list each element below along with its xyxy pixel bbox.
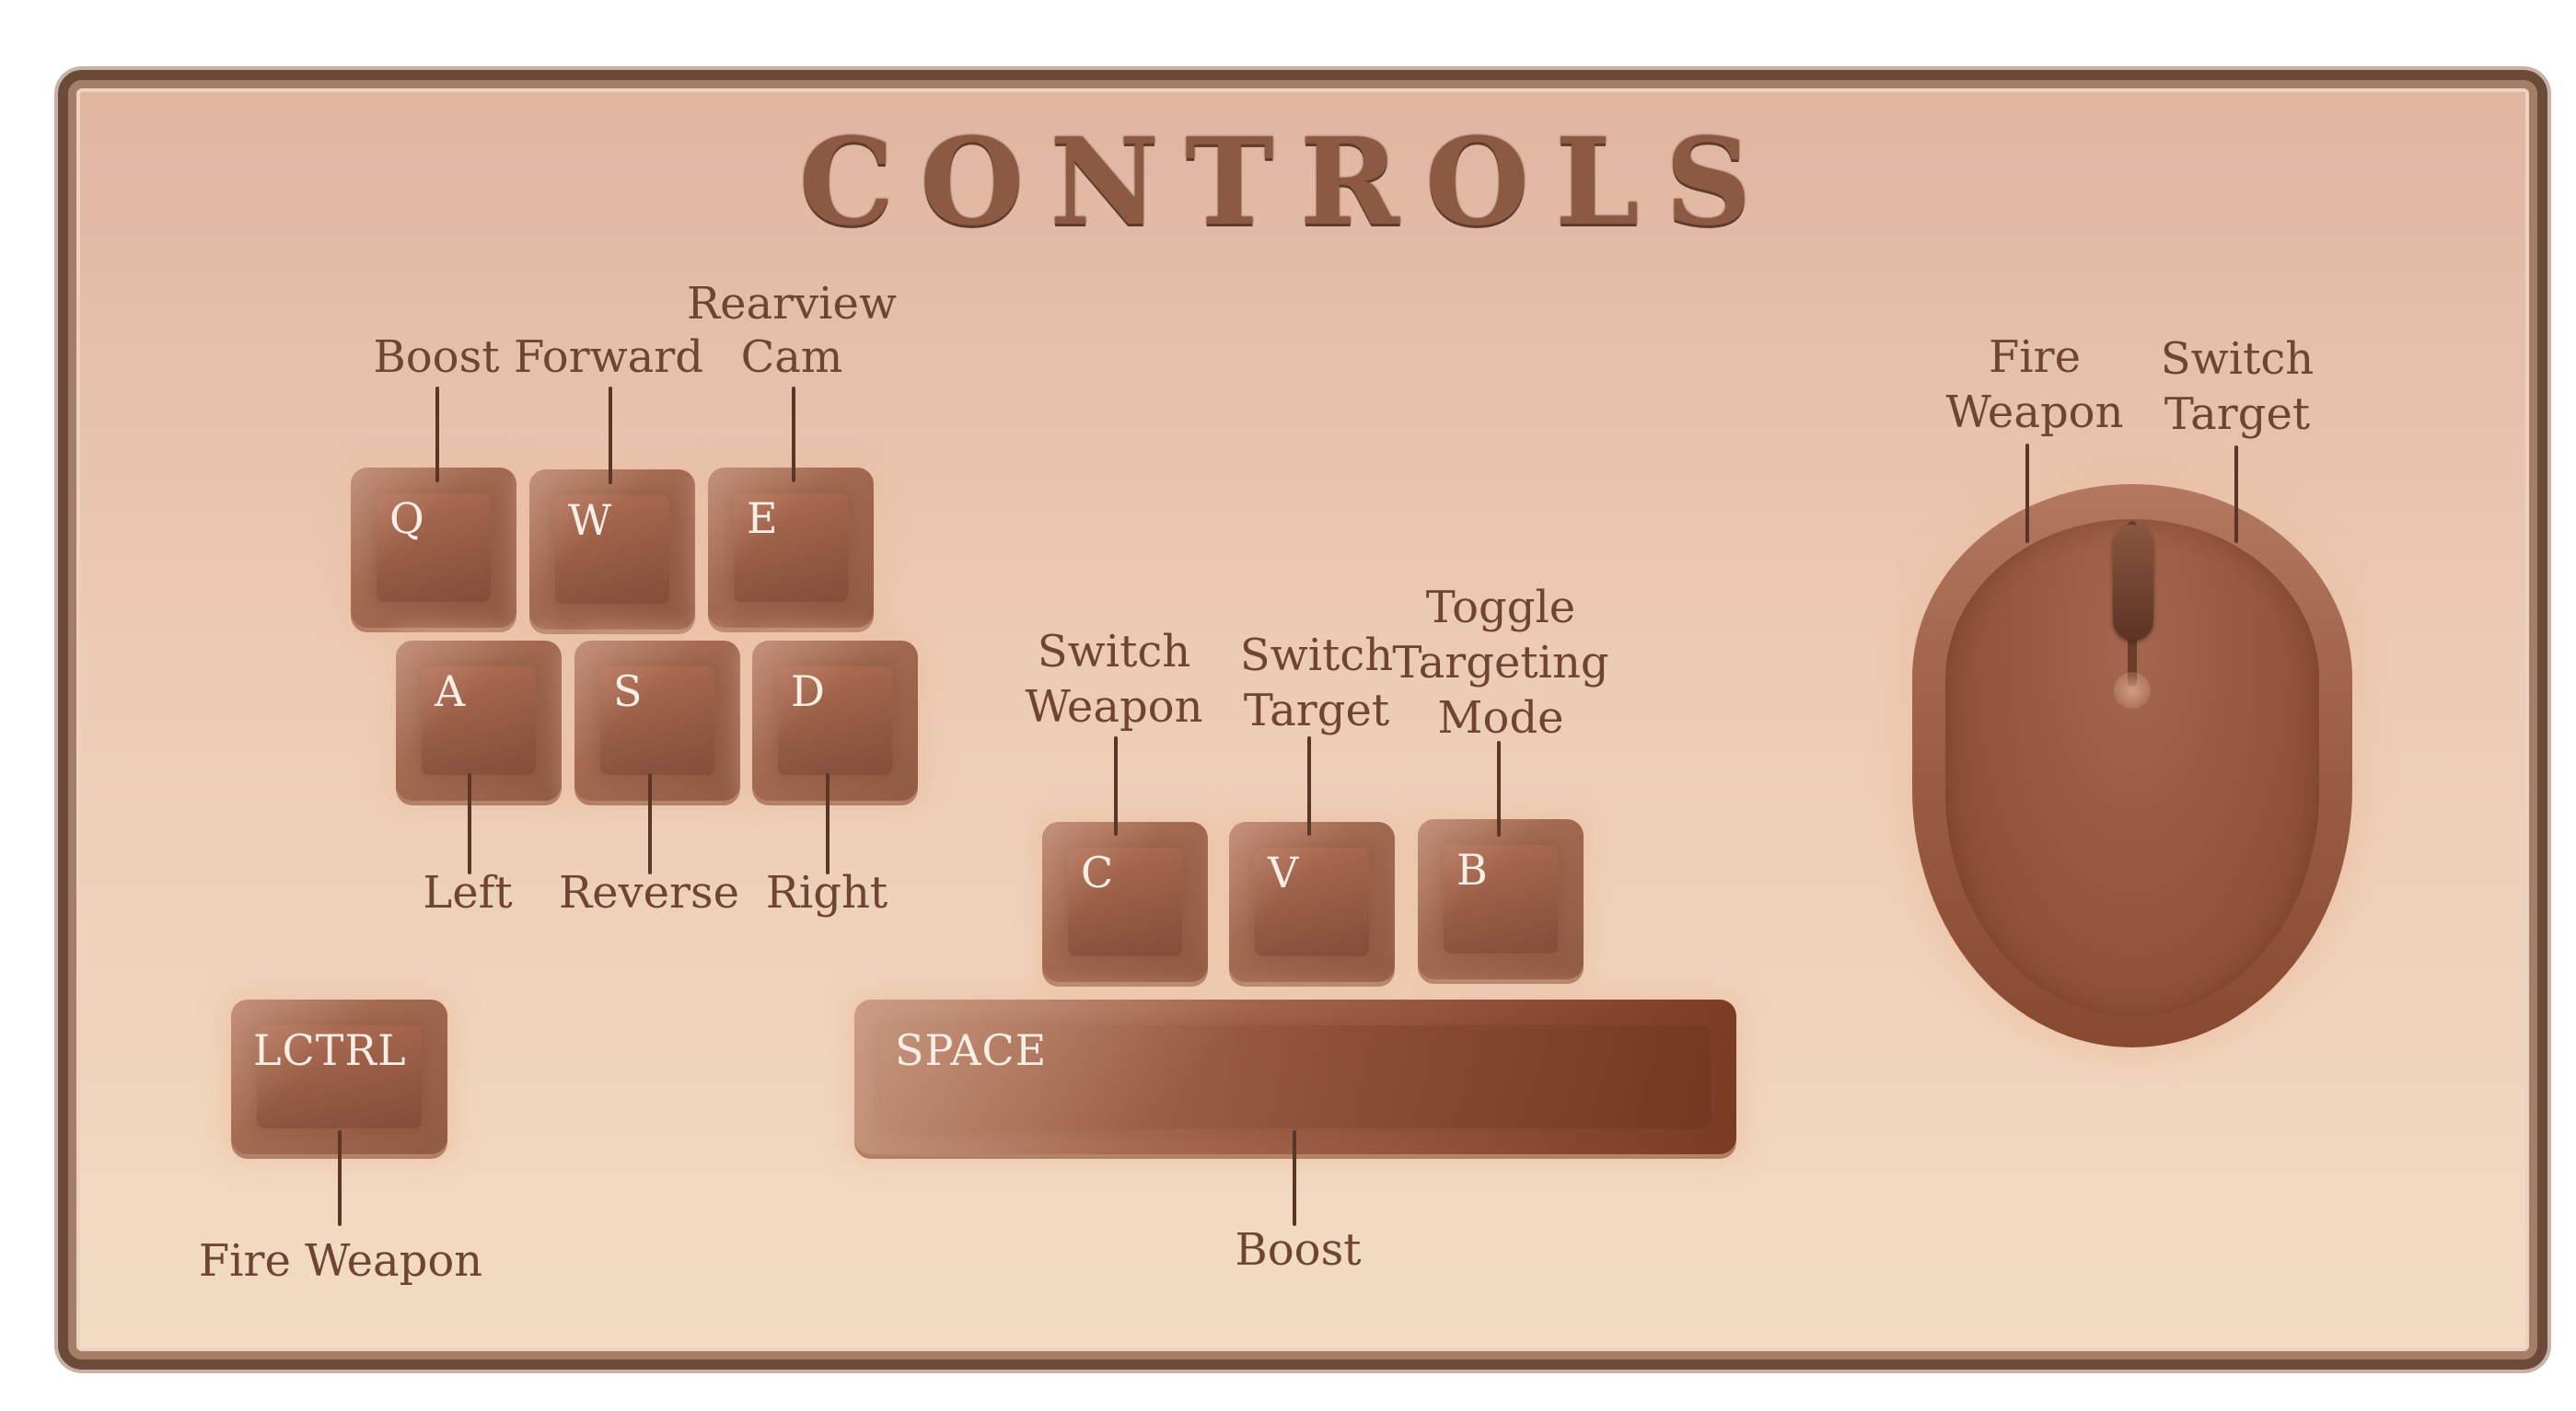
label-boost-q: Boost <box>373 331 500 383</box>
mouse-wheel-glow <box>2114 672 2151 709</box>
label-switch-weapon-line2: Weapon <box>1025 681 1203 733</box>
leader-line-q <box>435 387 439 482</box>
label-right: Right <box>765 867 888 919</box>
label-mouse-fire-line2: Weapon <box>1945 387 2124 438</box>
key-d: D <box>752 641 918 801</box>
label-switch-target-line2: Target <box>1243 685 1390 736</box>
leader-line-mouse-left <box>2025 444 2029 543</box>
label-switch-weapon-line1: Switch <box>1037 626 1191 677</box>
label-fire-weapon-lctrl: Fire Weapon <box>198 1235 483 1287</box>
page-title: CONTROLS <box>798 111 1778 252</box>
key-q-label: Q <box>389 493 425 543</box>
key-e: E <box>708 468 874 628</box>
leader-line-v <box>1307 736 1311 836</box>
leader-line-w <box>609 387 612 484</box>
leader-line-c <box>1114 736 1118 836</box>
key-lctrl-label: LCTRL <box>253 1025 407 1075</box>
label-boost-space: Boost <box>1235 1224 1362 1276</box>
label-left: Left <box>423 867 513 919</box>
leader-line-s <box>648 773 652 874</box>
leader-line-d <box>826 773 830 874</box>
key-space-label: SPACE <box>895 1025 1048 1075</box>
key-v: V <box>1229 822 1395 982</box>
label-toggle-line3: Mode <box>1437 692 1564 744</box>
key-v-label: V <box>1268 848 1300 897</box>
label-mouse-switch-line1: Switch <box>2160 333 2315 385</box>
key-a-label: A <box>435 666 467 716</box>
key-e-label: E <box>747 493 779 543</box>
label-toggle-line2: Targeting <box>1392 637 1609 688</box>
label-toggle-line1: Toggle <box>1425 582 1576 633</box>
key-space: SPACE <box>854 1000 1736 1154</box>
leader-line-lctrl <box>338 1130 342 1226</box>
leader-line-mouse-right <box>2234 445 2238 543</box>
key-c-label: C <box>1081 848 1115 897</box>
key-q: Q <box>351 468 516 628</box>
leader-line-e <box>792 387 795 482</box>
key-s-label: S <box>613 666 644 716</box>
leader-line-a <box>468 773 471 874</box>
label-mouse-fire-line1: Fire <box>1988 331 2081 383</box>
key-c: C <box>1042 822 1208 982</box>
leader-line-b <box>1497 741 1501 837</box>
key-b-label: B <box>1456 845 1489 895</box>
key-lctrl: LCTRL <box>231 1000 447 1154</box>
key-w: W <box>529 469 695 630</box>
key-w-label: W <box>568 495 613 545</box>
key-a: A <box>396 641 562 801</box>
label-forward: Forward <box>514 331 703 383</box>
label-mouse-switch-line2: Target <box>2164 388 2311 440</box>
mouse-wheel <box>2113 525 2153 641</box>
label-rearview-line1: Rearview <box>686 278 898 330</box>
key-d-label: D <box>791 666 826 716</box>
key-b: B <box>1418 819 1584 979</box>
leader-line-space <box>1293 1130 1296 1226</box>
key-s: S <box>574 641 740 801</box>
label-reverse: Reverse <box>558 867 740 919</box>
label-rearview-line2: Cam <box>740 331 843 383</box>
label-switch-target-line1: Switch <box>1239 630 1394 681</box>
